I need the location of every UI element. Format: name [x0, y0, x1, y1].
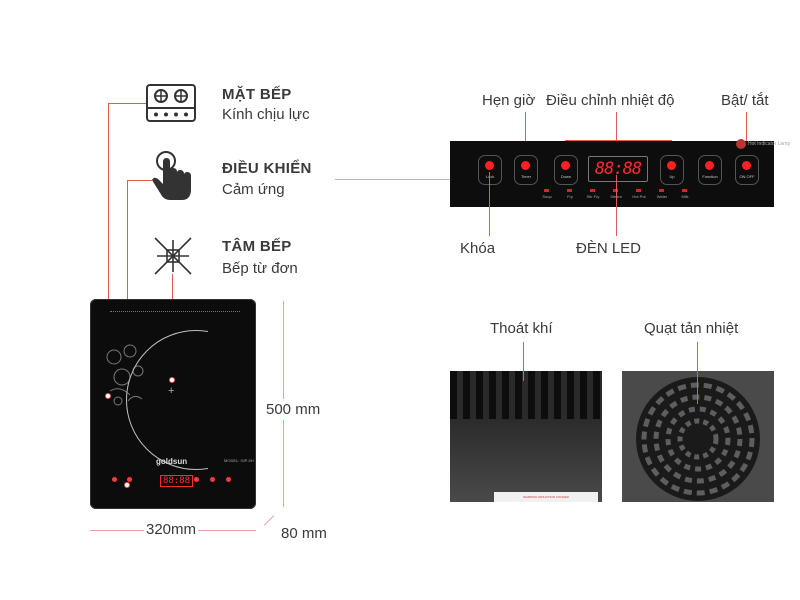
leader-line	[127, 180, 153, 181]
cooktop: + goldsun MODEL: GIP-0H 88:88	[90, 299, 256, 509]
leader-line	[523, 342, 524, 381]
leader-dot	[169, 377, 175, 383]
feature-control-subtitle: Cảm ứng	[222, 181, 285, 198]
label-timer: Hẹn giờ	[482, 92, 536, 109]
mode-indicators: Soup Fry Stir Fry Steam Hot Pot Water Mi…	[538, 189, 698, 203]
leader-dot	[124, 482, 130, 488]
connector-line	[335, 179, 450, 180]
label-fan: Quạt tản nhiệt	[644, 320, 739, 337]
leader-line	[108, 103, 109, 396]
cooktop-model: MODEL: GIP-0H	[224, 458, 254, 463]
feature-zone-subtitle: Bếp từ đơn	[222, 260, 298, 277]
dimension-depth: 80 mm	[281, 525, 327, 542]
feature-surface-title: MẶT BẾP	[222, 86, 292, 103]
leader-line	[108, 103, 146, 104]
leader-line	[697, 342, 698, 404]
exhaust-vent-photo: WARNING INDUCTION COOKER	[450, 371, 602, 502]
cooktop-warning-text	[110, 311, 240, 315]
leader-line	[565, 140, 672, 141]
dimension-height: 500 mm	[266, 399, 321, 420]
mode-label: Milk	[681, 194, 689, 199]
cooktop-display: 88:88	[160, 475, 194, 487]
control-panel: Hot Indicator Lamp Lock Timer Down 88:88…	[450, 139, 790, 207]
cross-mark: +	[168, 385, 175, 397]
mode-label: Hot Pot	[632, 194, 646, 199]
down-button[interactable]: Down	[554, 155, 578, 185]
led-display: 88:88	[588, 156, 648, 182]
power-button[interactable]: ON OFF	[735, 155, 759, 185]
warning-sticker: WARNING INDUCTION COOKER	[494, 492, 598, 502]
mode-label: Stir Fry	[586, 194, 600, 199]
leader-dot	[105, 393, 111, 399]
induction-zone-icon	[153, 236, 193, 276]
label-temperature: Điều chỉnh nhiệt độ	[546, 92, 675, 109]
timer-button[interactable]: Timer	[514, 155, 538, 185]
touch-hand-icon	[152, 150, 194, 202]
label-power: Bật/ tắt	[721, 92, 769, 109]
label-lock: Khóa	[460, 240, 496, 257]
leader-line	[746, 112, 747, 162]
feature-surface-subtitle: Kính chịu lực	[222, 106, 310, 123]
dimension-line-depth	[263, 515, 275, 526]
cooktop-brand: goldsun	[156, 457, 188, 466]
lock-button[interactable]: Lock	[478, 155, 502, 185]
hot-indicator-text: Hot Indicator Lamp	[748, 141, 791, 147]
cooling-fan-photo	[622, 371, 774, 502]
cooktop-buttons	[112, 477, 240, 485]
mode-label: Soup	[542, 194, 552, 199]
label-led: ĐÈN LED	[576, 240, 642, 257]
label-exhaust: Thoát khí	[490, 320, 553, 337]
leader-line	[616, 112, 617, 140]
leader-line	[616, 175, 617, 236]
hob-icon	[146, 84, 196, 122]
cooking-zone	[126, 330, 208, 470]
hot-indicator-icon	[736, 139, 746, 149]
dimension-width: 320mm	[144, 521, 199, 538]
leader-line	[489, 172, 490, 236]
feature-control-title: ĐIỀU KHIỂN	[222, 160, 312, 177]
function-button[interactable]: Function	[698, 155, 722, 185]
mode-label: Fry	[567, 194, 573, 199]
up-button[interactable]: Up	[660, 155, 684, 185]
leader-line	[525, 112, 526, 162]
mode-label: Water	[656, 194, 668, 199]
feature-zone-title: TÂM BẾP	[222, 238, 292, 255]
